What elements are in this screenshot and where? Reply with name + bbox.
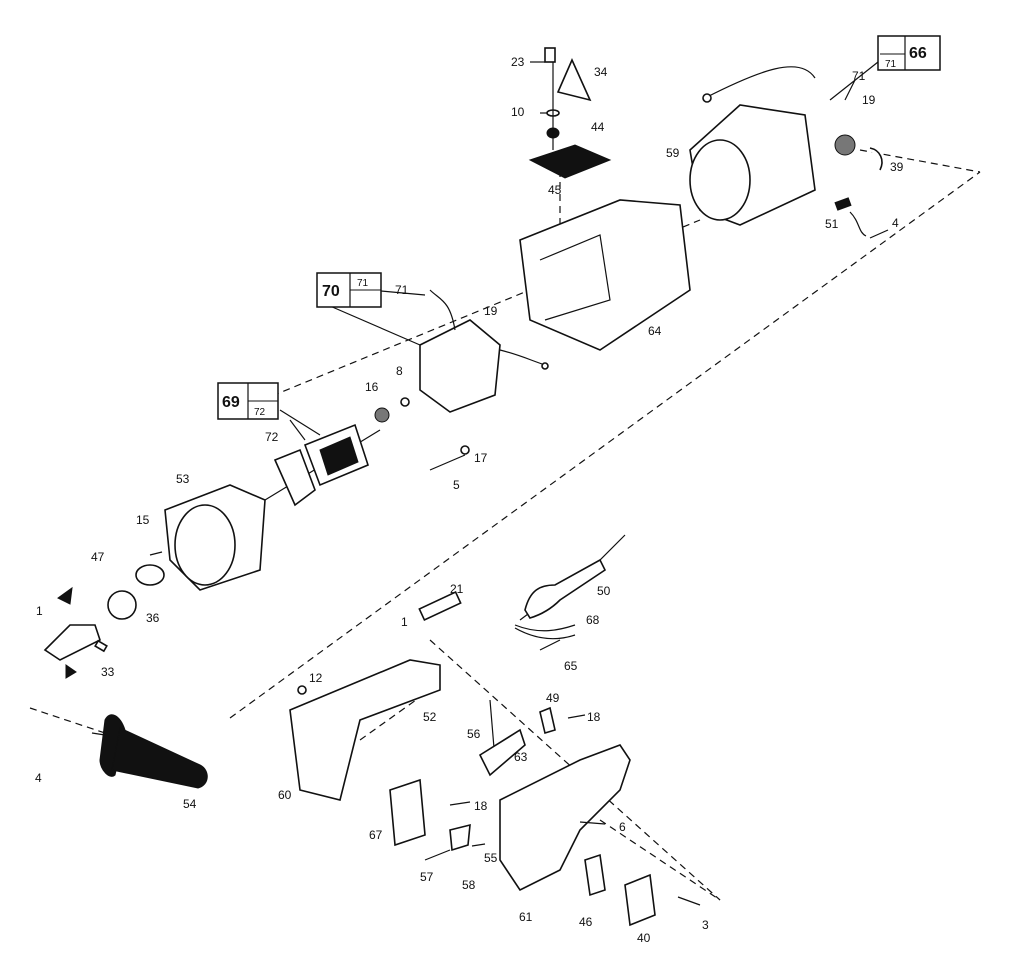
handle-bracket-group bbox=[528, 47, 612, 179]
label-45: 45 bbox=[548, 183, 562, 197]
label-1-left: 1 bbox=[36, 604, 43, 618]
armature-72 bbox=[264, 397, 470, 507]
ref-box-70-main: 70 bbox=[322, 283, 340, 300]
label-58: 58 bbox=[462, 878, 476, 892]
label-50: 50 bbox=[597, 584, 611, 598]
field-assembly-70 bbox=[419, 289, 549, 413]
front-housing-53 bbox=[164, 484, 266, 591]
screw-5 bbox=[429, 454, 466, 471]
label-49: 49 bbox=[546, 691, 560, 705]
spring-57 bbox=[424, 849, 451, 861]
ref-box-70-sub: 71 bbox=[357, 278, 369, 289]
label-18-bottom: 18 bbox=[474, 799, 488, 813]
lever-58 bbox=[449, 823, 471, 852]
label-51: 51 bbox=[825, 217, 839, 231]
ref-box-66-sub: 71 bbox=[885, 59, 897, 70]
screw-15 bbox=[149, 551, 163, 556]
label-23: 23 bbox=[511, 55, 525, 69]
switch-67 bbox=[389, 778, 426, 847]
connector-65 bbox=[539, 639, 561, 651]
spindle-1 bbox=[43, 624, 101, 661]
ref-box-70: 70 71 bbox=[316, 272, 382, 308]
label-6: 6 bbox=[619, 820, 626, 834]
leader-lines bbox=[279, 61, 879, 441]
plate-45 bbox=[528, 144, 612, 179]
label-19-top: 19 bbox=[862, 93, 876, 107]
label-8: 8 bbox=[396, 364, 403, 378]
clip-49 bbox=[539, 706, 556, 735]
bearing-16 bbox=[374, 407, 390, 423]
key-33 bbox=[94, 639, 108, 653]
handle-half-61 bbox=[499, 744, 631, 892]
label-71-top: 71 bbox=[852, 69, 866, 83]
motor-housing-64 bbox=[519, 199, 691, 351]
label-46: 46 bbox=[579, 915, 593, 929]
label-57: 57 bbox=[420, 870, 434, 884]
label-67: 67 bbox=[369, 828, 383, 842]
label-4-left: 4 bbox=[35, 771, 42, 785]
label-16: 16 bbox=[365, 380, 379, 394]
label-39: 39 bbox=[890, 160, 904, 174]
label-40: 40 bbox=[637, 931, 651, 945]
label-47: 47 bbox=[91, 550, 105, 564]
ref-box-66: 71 66 bbox=[877, 35, 941, 71]
cap-39 bbox=[869, 147, 883, 171]
label-54: 54 bbox=[183, 797, 197, 811]
side-handle-54 bbox=[91, 714, 208, 789]
label-56: 56 bbox=[467, 727, 481, 741]
label-34: 34 bbox=[594, 65, 608, 79]
label-1-mid: 1 bbox=[401, 615, 408, 629]
cord-71 bbox=[704, 66, 816, 99]
handle-60 bbox=[289, 659, 441, 801]
label-63: 63 bbox=[514, 750, 528, 764]
label-33: 33 bbox=[101, 665, 115, 679]
label-3: 3 bbox=[702, 918, 709, 932]
label-64: 64 bbox=[648, 324, 662, 338]
label-4-top: 4 bbox=[892, 216, 899, 230]
brush-51 bbox=[834, 197, 852, 211]
label-15: 15 bbox=[136, 513, 150, 527]
cover-46 bbox=[584, 853, 606, 897]
label-5: 5 bbox=[453, 478, 460, 492]
screw-23 bbox=[544, 47, 556, 63]
label-72: 72 bbox=[265, 430, 279, 444]
label-55: 55 bbox=[484, 851, 498, 865]
trigger-63 bbox=[478, 728, 526, 777]
label-44: 44 bbox=[591, 120, 605, 134]
cover-40 bbox=[624, 873, 656, 927]
gear-36 bbox=[107, 590, 137, 620]
ref-box-69: 69 72 bbox=[217, 382, 279, 420]
bearing bbox=[834, 134, 856, 156]
spindle-group bbox=[43, 551, 165, 679]
label-10: 10 bbox=[511, 105, 525, 119]
washer-8 bbox=[400, 397, 410, 407]
label-68: 68 bbox=[586, 613, 600, 627]
label-19-mid: 19 bbox=[484, 304, 498, 318]
gear-case-group bbox=[689, 66, 889, 239]
label-12: 12 bbox=[309, 671, 323, 685]
label-60: 60 bbox=[278, 788, 292, 802]
label-52: 52 bbox=[423, 710, 437, 724]
ref-box-69-main: 69 bbox=[222, 394, 240, 411]
label-17: 17 bbox=[474, 451, 488, 465]
screw-21 bbox=[418, 591, 462, 621]
label-59: 59 bbox=[666, 146, 680, 160]
label-65: 65 bbox=[564, 659, 578, 673]
label-18-right: 18 bbox=[587, 710, 601, 724]
screw-3 bbox=[677, 896, 701, 906]
screw-12 bbox=[297, 685, 307, 695]
handle-group bbox=[289, 534, 701, 927]
part-labels: 23 34 10 44 45 71 19 59 39 51 4 71 19 64… bbox=[35, 55, 904, 945]
label-21: 21 bbox=[450, 582, 464, 596]
bracket-34 bbox=[556, 58, 592, 102]
label-71-mid: 71 bbox=[395, 283, 409, 297]
ref-box-66-main: 66 bbox=[909, 45, 927, 62]
ref-box-69-sub: 72 bbox=[254, 407, 266, 418]
label-36: 36 bbox=[146, 611, 160, 625]
plate-47 bbox=[135, 564, 165, 586]
label-61: 61 bbox=[519, 910, 533, 924]
washer-17 bbox=[460, 445, 470, 455]
label-53: 53 bbox=[176, 472, 190, 486]
